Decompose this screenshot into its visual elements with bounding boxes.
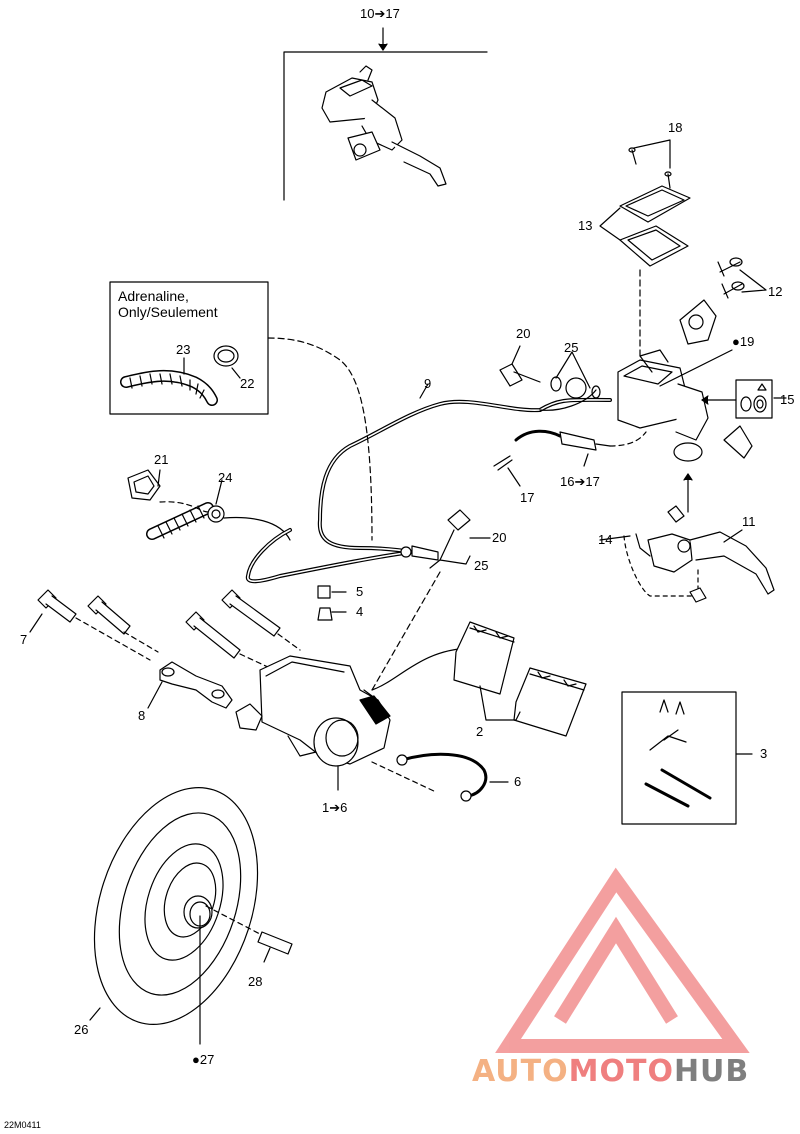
callout-18: 18 (668, 120, 683, 135)
bracket-8 (147, 661, 233, 709)
callout-20-bottom: 20 (492, 530, 507, 545)
brake-line-9 (317, 383, 612, 554)
callout-1-6: 1➔6 (322, 800, 348, 815)
fitting-16-17 (493, 429, 647, 487)
callout-5: 5 (356, 584, 364, 599)
brake-disc (89, 787, 293, 1045)
callout-6: 6 (514, 774, 522, 789)
callout-22: 22 (240, 376, 255, 391)
callout-19: ●19 (732, 334, 755, 349)
callout-21: 21 (154, 452, 169, 467)
callout-23: 23 (176, 342, 191, 357)
callout-8: 8 (138, 708, 146, 723)
callout-25-bottom: 25 (474, 558, 489, 573)
brake-line-6 (371, 752, 509, 802)
callout-20-top: 20 (516, 326, 531, 341)
seal-inset-15 (701, 379, 787, 419)
master-cylinder-body (617, 349, 733, 462)
caliper-hose (245, 509, 491, 691)
caliper-body (235, 647, 471, 791)
callout-27: ●27 (192, 1052, 215, 1067)
callout-12: 12 (768, 284, 783, 299)
callout-10-17: 10➔17 (360, 6, 400, 21)
brake-pads (453, 621, 587, 737)
callout-17: 17 (520, 490, 535, 505)
watermark-text: AUTOMOTOHUB (472, 1054, 749, 1089)
callout-2: 2 (476, 724, 484, 739)
caliper-bolts (29, 589, 301, 669)
inset-title-line-2: Only/Seulement (118, 304, 218, 320)
watermark-auto: AUTO (472, 1054, 569, 1089)
callout-14: 14 (598, 532, 613, 547)
callout-16-17: 16➔17 (560, 474, 600, 489)
figure-code: 22M0411 (4, 1120, 41, 1130)
clamp-screws-group (679, 257, 767, 345)
callout-28: 28 (248, 974, 263, 989)
callout-24: 24 (218, 470, 233, 485)
callout-13: 13 (578, 218, 593, 233)
watermark-hub: HUB (673, 1054, 750, 1089)
callout-26: 26 (74, 1022, 89, 1037)
pin-kit-box-3 (621, 691, 753, 825)
callout-25-top: 25 (564, 340, 579, 355)
brake-lever-group (599, 473, 775, 603)
adrenaline-inset (109, 281, 373, 541)
clip-and-spring-group (127, 469, 291, 541)
bleeder-group (317, 585, 347, 621)
callout-9: 9 (424, 376, 432, 391)
callout-4: 4 (356, 604, 364, 619)
callout-15: 15 (780, 392, 795, 407)
master-cylinder-inset (283, 27, 488, 201)
inset-title-line-1: Adrenaline, (118, 288, 189, 304)
banjo-fitting-group (499, 345, 601, 399)
watermark-moto: MOTO (568, 1054, 674, 1089)
callout-7: 7 (20, 632, 28, 647)
watermark-logo (495, 867, 750, 1053)
reservoir-cover-group (599, 139, 691, 357)
callout-3: 3 (760, 746, 768, 761)
callout-11: 11 (742, 514, 756, 529)
